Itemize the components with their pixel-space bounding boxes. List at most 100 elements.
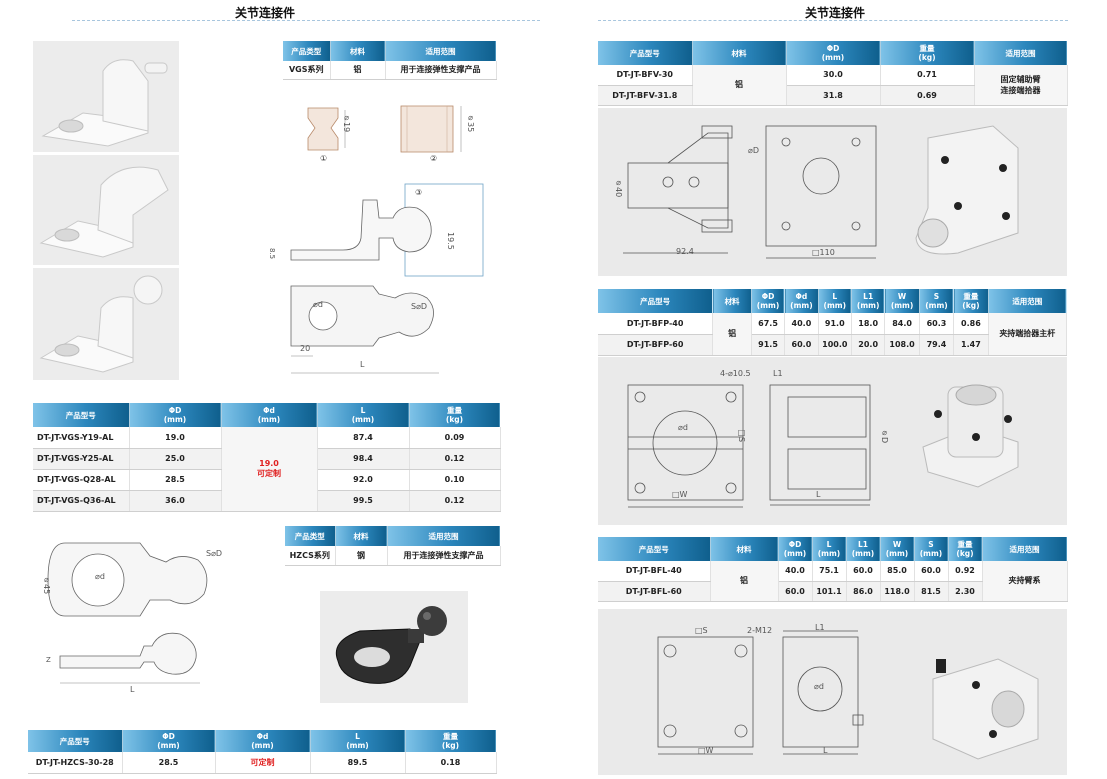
- vgs-photo-3: [33, 268, 179, 380]
- dim-label: L: [130, 685, 135, 694]
- table-cell: 91.5: [751, 334, 786, 356]
- dim-label: ⌀d: [313, 300, 323, 309]
- table-cell: 0.12: [409, 490, 501, 512]
- header-cell: 适用范围: [385, 41, 497, 61]
- callout-2: ②: [430, 154, 438, 163]
- merged-cell-usage: 固定辅助臂 连接端拾器: [974, 65, 1068, 106]
- header-cell: 重量 (kg): [948, 537, 983, 561]
- hzcs-photo: [320, 591, 468, 703]
- header-cell: 产品类型: [285, 526, 336, 546]
- header-cell: S (mm): [919, 289, 955, 313]
- dim-label: ⌀d: [814, 682, 824, 691]
- table-cell: HZCS系列: [285, 546, 336, 566]
- hzcs-technical-drawing: [47, 542, 208, 684]
- table-cell: DT-JT-BFV-30: [598, 65, 693, 86]
- table-cell: 81.5: [914, 581, 949, 602]
- table-cell: 25.0: [129, 448, 222, 470]
- hzcs-spec-table: 产品型号 ΦD (mm) Φd (mm) L (mm) 重量 (kg) DT-J…: [28, 730, 497, 774]
- dim-label: L1: [815, 623, 825, 632]
- dim-label: □S: [695, 626, 708, 635]
- header-cell: L (mm): [310, 730, 406, 752]
- table-cell: 100.0: [818, 334, 852, 356]
- header-cell: Φd (mm): [784, 289, 819, 313]
- header-cell: 产品型号: [598, 41, 693, 65]
- merged-cell-usage: 夹持端拾器主杆: [988, 313, 1068, 356]
- table-cell: DT-JT-VGS-Y25-AL: [33, 448, 130, 470]
- header-cell: S (mm): [914, 537, 949, 561]
- header-cell: 产品类型: [283, 41, 331, 61]
- dim-label: ⌀40: [614, 178, 623, 198]
- table-cell: 20.0: [851, 334, 886, 356]
- header-cell: 适用范围: [982, 537, 1068, 561]
- table-cell: 86.0: [846, 581, 881, 602]
- table-cell: 40.0: [784, 313, 819, 335]
- page-title-right: 关节连接件: [804, 6, 865, 20]
- table-cell: 60.0: [846, 561, 881, 582]
- table-cell: DT-JT-BFL-60: [598, 581, 711, 602]
- table-cell: 40.0: [778, 561, 813, 582]
- header-cell: 产品型号: [33, 403, 130, 427]
- table-cell: 79.4: [919, 334, 955, 356]
- dim-label: S⌀D: [206, 549, 223, 558]
- table-cell: DT-JT-BFL-40: [598, 561, 711, 582]
- table-cell: 108.0: [884, 334, 920, 356]
- bfv-drawing-panel: [598, 108, 1067, 276]
- vgs-type-table: 产品类型 材料 适用范围 VGS系列 铝 用于连接弹性支撑产品: [283, 41, 497, 80]
- header-cell: 适用范围: [988, 289, 1068, 313]
- table-cell: 可定制: [215, 752, 311, 774]
- header-cell: L1 (mm): [851, 289, 886, 313]
- table-cell: 99.5: [317, 490, 410, 512]
- table-cell: 19.0: [129, 427, 222, 449]
- dim-label: □W: [672, 490, 688, 499]
- table-cell: 用于连接弹性支撑产品: [387, 546, 501, 566]
- table-cell: 85.0: [880, 561, 915, 582]
- dim-label: L: [360, 360, 365, 369]
- table-cell: 31.8: [786, 85, 881, 106]
- table-cell: DT-JT-BFV-31.8: [598, 85, 693, 106]
- table-cell: 用于连接弹性支撑产品: [385, 61, 497, 80]
- table-cell: 118.0: [880, 581, 915, 602]
- merged-cell-material: 铝: [710, 561, 779, 602]
- table-cell: 0.10: [409, 469, 501, 491]
- table-cell: 67.5: [751, 313, 786, 335]
- dim-label: 4-⌀10.5: [720, 369, 751, 378]
- table-cell: 75.1: [812, 561, 847, 582]
- page-title-left: 关节连接件: [234, 6, 295, 20]
- table-cell: 0.18: [405, 752, 497, 774]
- dim-label: L1: [773, 369, 783, 378]
- dim-label: Z: [46, 656, 51, 664]
- dim-label: L: [816, 490, 821, 499]
- table-cell: 0.12: [409, 448, 501, 470]
- table-cell: 60.0: [784, 334, 819, 356]
- table-cell: 60.0: [914, 561, 949, 582]
- header-cell: 适用范围: [387, 526, 501, 546]
- bfp-drawing-panel: [598, 357, 1067, 525]
- callout-3: ③: [415, 188, 423, 197]
- vgs-photo-2: [33, 155, 179, 265]
- header-cell: 材料: [335, 526, 388, 546]
- table-cell: 28.5: [122, 752, 216, 774]
- vgs-technical-drawing: [290, 105, 484, 374]
- table-cell: 60.3: [919, 313, 955, 335]
- table-cell: DT-JT-BFP-60: [598, 334, 714, 356]
- table-cell: DT-JT-VGS-Y19-AL: [33, 427, 130, 449]
- vgs-spec-table: 产品型号 ΦD (mm) Φd (mm) L (mm) 重量 (kg) DT-J…: [33, 403, 501, 512]
- dim-label: ⌀d: [95, 572, 105, 581]
- header-cell: 产品型号: [28, 730, 123, 752]
- dim-label: ⌀19: [342, 113, 351, 133]
- header-cell: L (mm): [317, 403, 410, 427]
- header-cell: 重量 (kg): [953, 289, 989, 313]
- dim-label: □S: [737, 428, 746, 443]
- bfl-drawing-panel: [598, 609, 1067, 775]
- dim-label: ⌀45: [42, 575, 51, 595]
- table-cell: DT-JT-VGS-Q28-AL: [33, 469, 130, 491]
- dim-label: S⌀D: [411, 302, 428, 311]
- header-cell: 材料: [330, 41, 386, 61]
- table-cell: 87.4: [317, 427, 410, 449]
- dim-label: ⌀35: [466, 113, 475, 133]
- header-cell: 材料: [712, 289, 752, 313]
- vgs-photo-1: [33, 41, 179, 152]
- table-cell: DT-JT-BFP-40: [598, 313, 714, 335]
- dim-label: ⌀d: [678, 423, 688, 432]
- bfv-spec-table: 产品型号 材料 ΦD (mm) 重量 (kg) 适用范围 DT-JT-BFV-3…: [598, 41, 1068, 106]
